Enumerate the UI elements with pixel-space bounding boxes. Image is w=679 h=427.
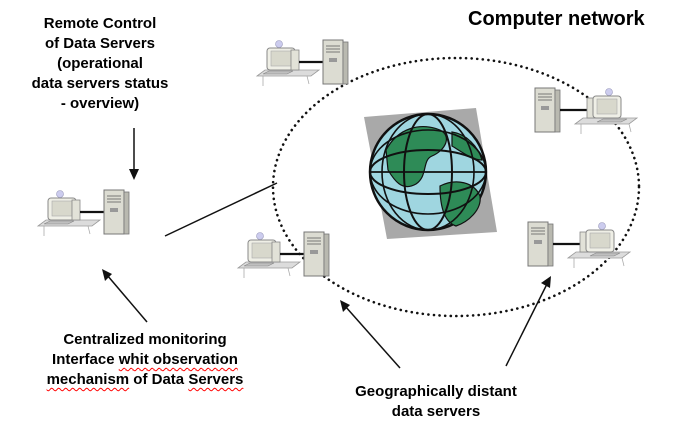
remote-control-label-line: data servers status [31,75,169,92]
central-monitoring-label: Centralized monitoring Interface whit ob… [10,330,280,390]
arrows [106,128,548,369]
remote-control-label: Remote Control of Data Servers (operatio… [0,14,200,114]
distant-servers-label-line: data servers [391,403,481,420]
desktop-computer-icon [236,230,331,280]
network-ring [271,56,641,318]
distant-servers-label: Geographically distant data servers [322,382,550,422]
monitoring-link-line [164,182,278,237]
distant-servers-label-line: Geographically distant [355,383,517,400]
server-tower-icon [526,220,632,270]
spellcheck-flagged-text: Servers [188,371,244,388]
desktop-computer-icon [36,188,131,238]
spellcheck-flagged-text: mechanism [46,371,130,388]
spellcheck-flagged-text: whit observation [118,351,238,368]
server-tower-icon [533,86,639,136]
arrowheads [102,169,551,312]
remote-control-label-line: of Data Servers [44,35,156,52]
globe-icon [364,108,497,239]
desktop-computer-icon [255,38,350,88]
arrow-distant-server-right [505,283,548,367]
remote-control-label-line: Remote Control [43,15,157,32]
diagram-title: Computer network [468,8,645,30]
arrow-distant-server-left [344,305,401,369]
central-label-text: of Data [129,371,189,388]
arrow-central-monitoring [106,274,148,323]
central-monitoring-label-line: mechanism of Data Servers [10,370,280,390]
remote-control-label-line: (operational [57,55,143,72]
remote-control-label-line: - overview) [60,95,140,112]
central-label-text: Interface [52,351,119,368]
central-monitoring-label-line: Centralized monitoring [63,331,227,348]
central-monitoring-label-line: Interface whit observation [10,350,280,370]
